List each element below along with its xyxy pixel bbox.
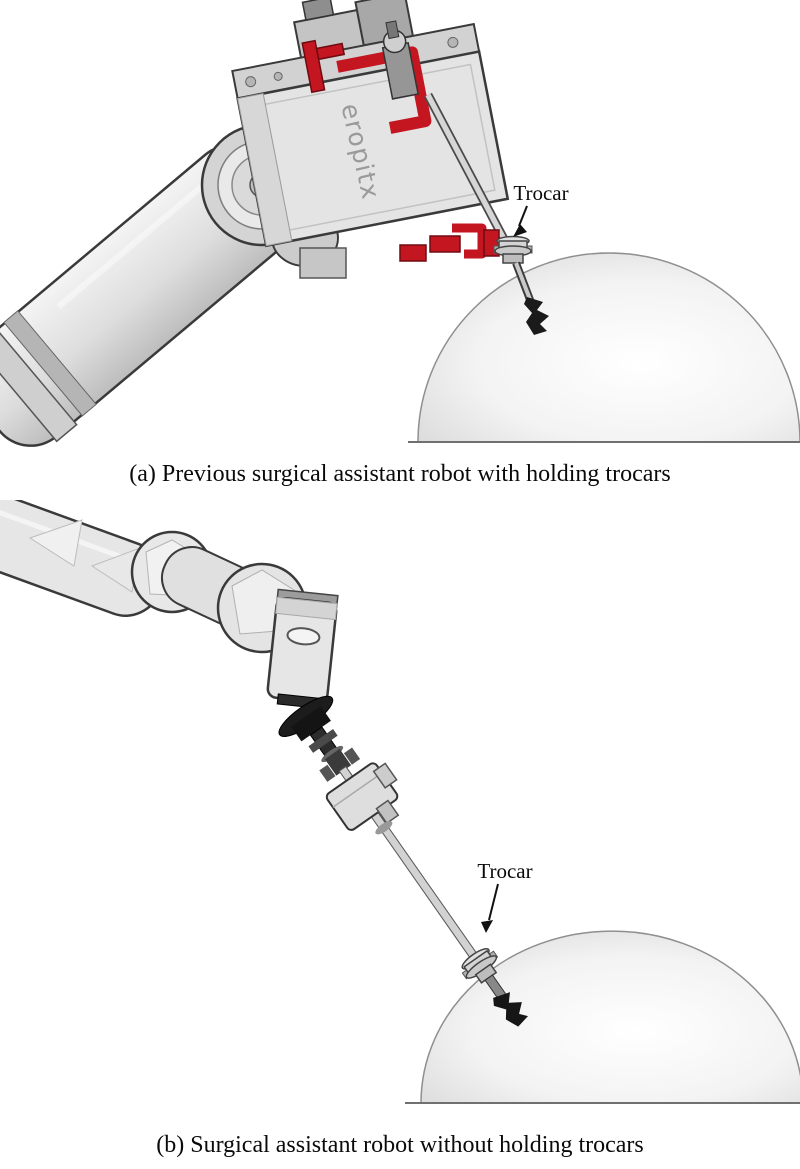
dome-surface-a (417, 252, 800, 443)
instrument-rod-a (424, 92, 510, 246)
instrument-train-b (278, 695, 528, 1027)
red-trocar-clamp-a (399, 223, 500, 262)
trocar-label-b: Trocar (477, 859, 532, 883)
trocar-label-a: Trocar (513, 181, 568, 205)
facet-detail (28, 519, 83, 567)
dome-surface-b (420, 930, 800, 1104)
panel-a-illustration: eropitx (0, 0, 800, 447)
instrument-carriage-a: eropitx (231, 0, 510, 248)
drive-motor-a (381, 20, 419, 100)
panel-b: Trocar (b) Surgical assistant robot with… (0, 500, 800, 1169)
panel-a-caption: (a) Previous surgical assistant robot wi… (129, 461, 671, 487)
shaft-clamp-b (325, 762, 400, 835)
trocar-annotation-a: Trocar (513, 181, 569, 237)
body-dome-b (405, 930, 800, 1104)
trocar-arrow-icon-a (513, 224, 527, 237)
red-bracket-top-a (301, 39, 346, 94)
panel-b-illustration: Trocar (0, 500, 800, 1104)
panel-b-caption: (b) Surgical assistant robot without hol… (156, 1132, 644, 1158)
housing-slot-b (286, 627, 321, 646)
red-c-bracket-a (336, 46, 432, 134)
screw-icon (245, 76, 257, 88)
trocar-b (461, 948, 528, 1027)
trocar-annotation-b: Trocar (477, 859, 533, 933)
trocar-a (493, 235, 549, 335)
trocar-leader-line-a (518, 205, 528, 227)
trocar-leader-line-b (488, 883, 499, 921)
screw-icon (273, 71, 283, 81)
wrist-housing-b (266, 588, 339, 710)
screw-icon (447, 36, 459, 48)
panel-a: eropitx (0, 0, 800, 500)
body-dome-a (408, 252, 800, 443)
obturator-tip-a (524, 297, 549, 335)
obturator-tip-b (493, 992, 528, 1027)
trocar-arrow-icon-b (481, 920, 493, 933)
